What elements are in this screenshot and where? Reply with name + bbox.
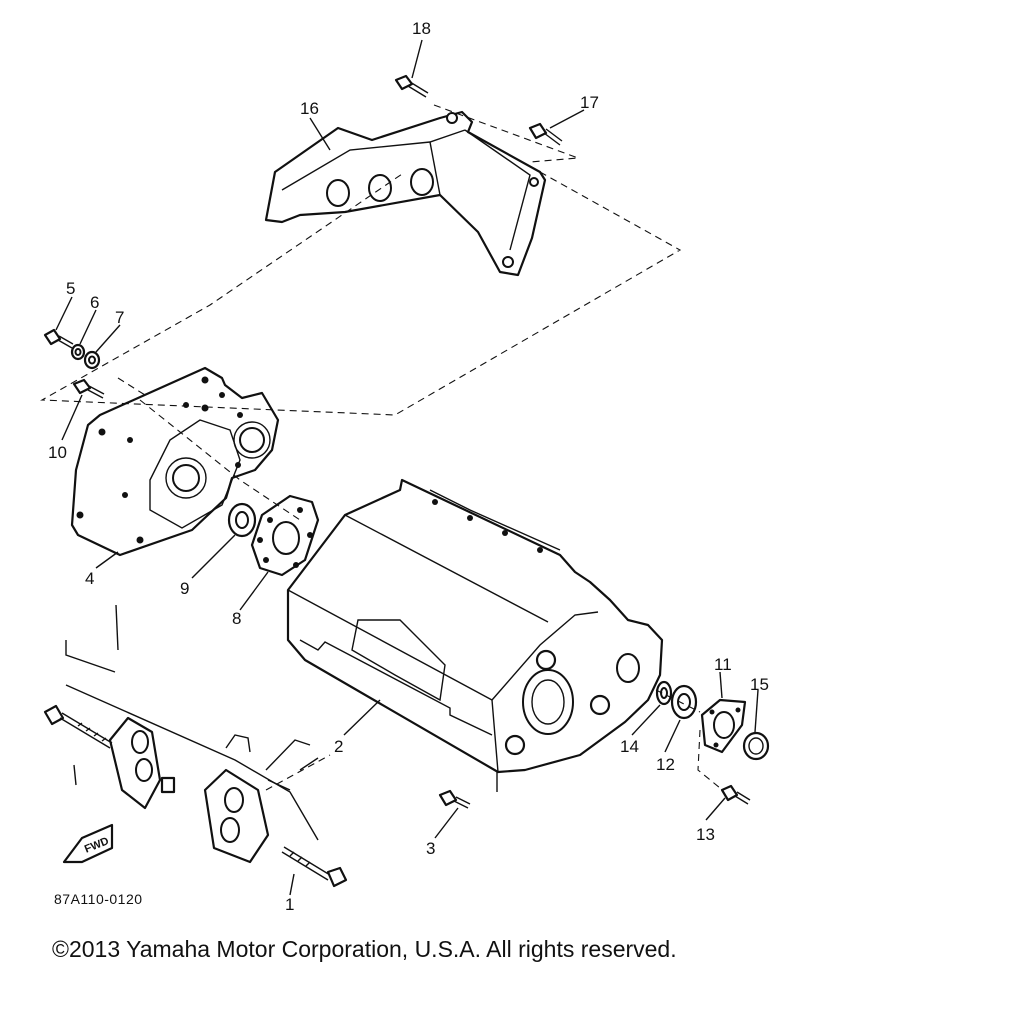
callout-17: 17 bbox=[580, 93, 599, 112]
part-9-bearing bbox=[227, 502, 257, 538]
callout-16: 16 bbox=[300, 99, 319, 118]
callout-2: 2 bbox=[334, 737, 343, 756]
part-18-bolt bbox=[394, 74, 429, 98]
part-10-bolt bbox=[72, 378, 105, 399]
part-1-bolt-lower bbox=[281, 846, 348, 888]
callout-8: 8 bbox=[232, 609, 241, 628]
callout-labels: 18 17 16 5 6 7 10 4 9 8 2 3 14 12 11 15 … bbox=[48, 19, 769, 914]
callout-7: 7 bbox=[115, 308, 124, 327]
alignment-lines bbox=[40, 104, 721, 791]
part-14-seal bbox=[655, 680, 673, 706]
callout-10: 10 bbox=[48, 443, 67, 462]
part-1-bolt-upper bbox=[43, 704, 113, 749]
callout-5: 5 bbox=[66, 279, 75, 298]
callout-1: 1 bbox=[285, 895, 294, 914]
callout-15: 15 bbox=[750, 675, 769, 694]
figure-code: 87A110-0120 bbox=[54, 891, 143, 907]
callout-18: 18 bbox=[412, 19, 431, 38]
callout-3: 3 bbox=[426, 839, 435, 858]
part-15-cap bbox=[742, 731, 770, 761]
callout-14: 14 bbox=[620, 737, 639, 756]
part-12-bearing bbox=[670, 684, 698, 720]
callout-4: 4 bbox=[85, 569, 94, 588]
part-3-bolt bbox=[438, 789, 471, 809]
part-2-case bbox=[286, 478, 664, 774]
callout-9: 9 bbox=[180, 579, 189, 598]
fwd-arrow-icon: FWD bbox=[62, 823, 114, 864]
copyright-notice: ©2013 Yamaha Motor Corporation, U.S.A. A… bbox=[52, 936, 677, 962]
leader-lines bbox=[55, 39, 759, 896]
part-7-washer bbox=[83, 350, 101, 370]
frame-rail bbox=[65, 604, 319, 864]
part-16-bracket bbox=[264, 110, 547, 277]
callout-13: 13 bbox=[696, 825, 715, 844]
part-4-side-plate bbox=[70, 366, 280, 557]
part-8-flange bbox=[250, 494, 320, 577]
part-13-bolt bbox=[720, 784, 751, 805]
exploded-parts-diagram: FWD 18 17 16 5 bbox=[40, 19, 770, 914]
part-11-housing bbox=[700, 698, 747, 754]
callout-12: 12 bbox=[656, 755, 675, 774]
part-5-bolt bbox=[43, 328, 74, 349]
callout-6: 6 bbox=[90, 293, 99, 312]
part-17-bolt bbox=[528, 122, 563, 146]
callout-11: 11 bbox=[714, 655, 732, 674]
part-6-washer bbox=[70, 343, 86, 361]
